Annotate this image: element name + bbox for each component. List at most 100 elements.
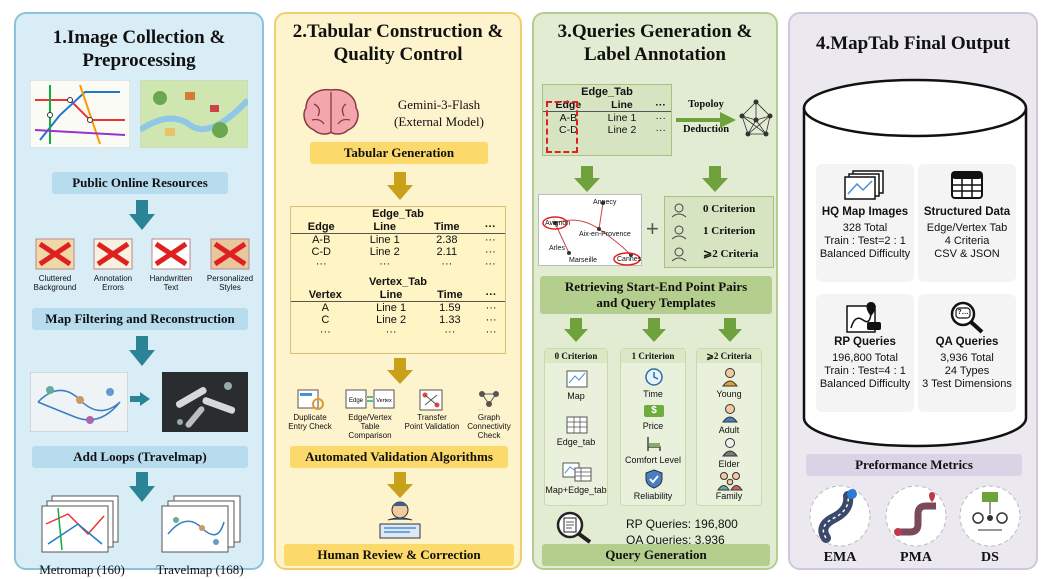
filter-cluttered-background: Cluttered Background bbox=[28, 236, 82, 292]
check-label-line1: Edge/Vertex bbox=[348, 413, 392, 422]
table-cell: 1.33 bbox=[439, 314, 461, 326]
ds-diagram-icon bbox=[959, 485, 1021, 547]
card-title: RP Queries bbox=[834, 336, 896, 348]
panel2-title-line2: Quality Control bbox=[333, 44, 463, 65]
annotation-error-map-crossed-icon bbox=[93, 238, 133, 270]
qa-queries-total: QA Queries: 3,936 bbox=[626, 533, 725, 547]
item-label: Map bbox=[567, 391, 585, 401]
query-generation-label: Query Generation bbox=[542, 544, 770, 566]
right-arrow-icon bbox=[130, 392, 150, 406]
comfort-seat-icon bbox=[647, 437, 661, 451]
card-line: 3,936 Total bbox=[940, 352, 994, 364]
map-filtering-label: Map Filtering and Reconstruction bbox=[32, 308, 248, 330]
travelmap-count-label: Travelmap (168) bbox=[156, 562, 244, 577]
table-cell: ··· bbox=[485, 326, 497, 338]
card-title: Structured Data bbox=[923, 206, 1011, 218]
edge-tab-name: Edge_Tab bbox=[372, 208, 424, 220]
filter-label-line1: Annotation bbox=[93, 274, 133, 283]
public-online-resources-label: Public Online Resources bbox=[52, 172, 228, 194]
travel-map-thumbnail bbox=[140, 80, 248, 148]
panel1-title: 1.Image Collection & Preprocessing bbox=[16, 26, 262, 72]
svg-text:· ·: · · bbox=[478, 407, 484, 412]
column-header: ··· bbox=[475, 221, 505, 234]
table-cell: A-B bbox=[312, 234, 331, 246]
right-arrow-icon bbox=[676, 112, 736, 128]
filter-label-line2: Errors bbox=[102, 283, 124, 292]
table-cell: ··· bbox=[484, 246, 496, 258]
check-label-line2: Table Comparison bbox=[348, 422, 392, 440]
filter-label-line2: Text bbox=[163, 283, 179, 292]
filter-label-line1: Personalized bbox=[206, 274, 254, 283]
model-name: Gemini-3-Flash bbox=[397, 97, 481, 112]
check-label-line1: Duplicate bbox=[293, 413, 327, 422]
column-header: Line bbox=[593, 99, 651, 112]
metromap-count-label: Metromap (160) bbox=[39, 562, 125, 577]
table-header-row: Edge Line Time ··· bbox=[291, 221, 505, 234]
place-label: Aix-en-Provence bbox=[579, 231, 631, 238]
column-header: Line bbox=[359, 289, 423, 302]
check-label-line1: Transfer bbox=[417, 413, 447, 422]
table-header-row: Edge Line ··· bbox=[543, 99, 671, 112]
price-note-icon bbox=[644, 405, 664, 417]
family-icon bbox=[717, 472, 743, 491]
place-label: Cannes bbox=[617, 256, 642, 263]
place-label: Avignon bbox=[545, 220, 571, 227]
table-cell: ··· bbox=[655, 124, 666, 136]
loop-graph-dark-map bbox=[162, 372, 248, 432]
table-cell: C-D bbox=[311, 246, 332, 258]
multi-criteria-column: ⩾2 Criteria Young Adult Elder Family bbox=[696, 348, 762, 506]
vertex-tab-table: Vertex Line Time ··· A Line 1 1.59 ··· C… bbox=[291, 289, 505, 338]
table-cell: ··· bbox=[485, 302, 497, 314]
panel-queries-generation: 3.Queries Generation & Label Annotation … bbox=[532, 12, 778, 570]
card-line: 24 Types bbox=[944, 365, 990, 377]
place-label: Marseille bbox=[569, 257, 598, 264]
criterion-0-label: 0 Criterion bbox=[703, 203, 756, 215]
panel1-title-line1: 1.Image Collection & bbox=[52, 27, 226, 48]
plus-icon: + bbox=[646, 216, 659, 241]
table-cell: ··· bbox=[484, 234, 496, 246]
table-cell: ··· bbox=[379, 258, 391, 270]
tabular-generation-label: Tabular Generation bbox=[310, 142, 488, 164]
item-label: Elder bbox=[718, 459, 740, 469]
edge-tab-mini-table: Edge Line ··· A-B Line 1 ··· C-D Line 2 … bbox=[543, 99, 671, 136]
column-header: Vertex bbox=[291, 289, 360, 302]
panel3-title: 3.Queries Generation & Label Annotation bbox=[534, 20, 776, 66]
panel3-title-line2: Label Annotation bbox=[583, 44, 726, 65]
check-label-line2: Connectivity Check bbox=[467, 422, 511, 440]
table-cell: ··· bbox=[315, 258, 327, 270]
rp-queries-total: RP Queries: 196,800 bbox=[626, 517, 738, 531]
place-label: Arles bbox=[549, 245, 565, 252]
topology-label-line1: Topoloy bbox=[688, 99, 724, 110]
place-label: Annecy bbox=[593, 199, 617, 206]
column-header: ··· bbox=[477, 289, 505, 302]
table-cell: ··· bbox=[655, 112, 666, 124]
adult-person-icon bbox=[722, 404, 738, 423]
brain-icon bbox=[303, 88, 359, 135]
panel-image-collection: 1.Image Collection & Preprocessing Publi… bbox=[14, 12, 264, 577]
item-label: Reliability bbox=[633, 491, 673, 501]
down-arrow-icon bbox=[387, 172, 413, 200]
down-arrow-icon bbox=[387, 472, 413, 498]
filter-personalized-styles: Personalized Styles bbox=[202, 236, 258, 292]
column-header: ⩾2 Criteria bbox=[697, 349, 761, 363]
table-cell: 2.11 bbox=[436, 246, 458, 258]
card-line: Train : Test=4 : 1 bbox=[824, 365, 906, 377]
edge-tab-name: Edge_Tab bbox=[581, 86, 633, 98]
map-icon bbox=[566, 370, 588, 388]
criteria-person-icons bbox=[671, 203, 687, 262]
performance-metrics-label: Preformance Metrics bbox=[806, 454, 1022, 476]
item-label: Comfort Level bbox=[624, 455, 682, 465]
table-cell: ··· bbox=[485, 314, 497, 326]
topology-graph-icon bbox=[739, 99, 773, 137]
one-criterion-column: 1 Criterion Time $ Price Comfort Level R… bbox=[620, 348, 686, 506]
item-label: Adult bbox=[718, 425, 740, 435]
magnifier-icon bbox=[950, 301, 984, 334]
hq-map-images-card: HQ Map Images 328 Total Train : Test=2 :… bbox=[816, 164, 914, 282]
down-arrow-icon bbox=[129, 472, 155, 502]
item-label: Time bbox=[643, 389, 663, 399]
edge-column-highlight bbox=[546, 101, 578, 153]
item-label: Price bbox=[642, 421, 664, 431]
panel3-title-line1: 3.Queries Generation & bbox=[557, 21, 753, 42]
edge-vertex-comparison: Edge Vertex Edge/Vertex Table Comparison bbox=[340, 388, 400, 440]
duplicate-entry-check: Duplicate Entry Check bbox=[282, 388, 338, 431]
